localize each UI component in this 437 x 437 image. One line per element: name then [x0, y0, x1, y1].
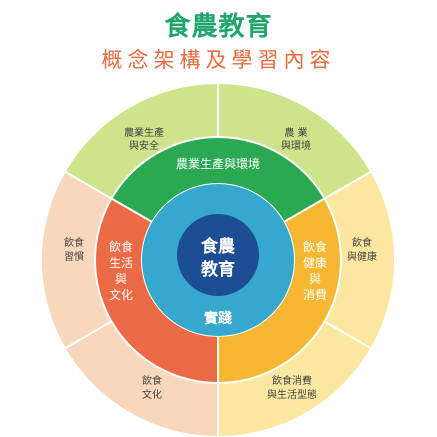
middle-ring-left-sector [95, 198, 218, 383]
middle-left-line-3: 與 [115, 272, 127, 286]
page-subtitle: 概念架構及學習內容 [101, 48, 336, 72]
outer-left-upper-line-2: 習慣 [64, 250, 84, 263]
separator-outer-left [65, 320, 112, 349]
outer-top-right-line-1: 農 業 [284, 126, 307, 139]
middle-right-line-3: 與 [309, 272, 321, 286]
middle-left-line-4: 文化 [109, 287, 133, 302]
outer-right-upper-line-1: 飲食 [352, 236, 372, 249]
outer-top-left-line-1: 農業生產 [124, 126, 164, 139]
outer-ring-top-sector [65, 83, 371, 199]
middle-right-line-4: 消費 [303, 287, 327, 302]
page-title: 食農教育 [164, 12, 273, 42]
separator-left [65, 171, 153, 223]
outer-ring-left-sector [42, 172, 218, 436]
outer-right-lower-line-2: 與生活型態 [267, 388, 317, 401]
outer-ring-right-sector [218, 172, 394, 436]
center-label-line-2: 教育 [200, 259, 235, 280]
middle-top-label: 農業生產與環境 [176, 156, 260, 171]
outer-right-upper-line-2: 與健康 [347, 250, 377, 263]
practice-label: 實踐 [204, 310, 232, 327]
middle-right-line-1: 飲食 [303, 239, 327, 254]
middle-ring-right-sector [218, 198, 342, 383]
outer-left-lower-line-2: 文化 [142, 388, 162, 401]
outer-right-lower-line-1: 飲食消費 [272, 374, 312, 387]
center-label-line-1: 食農 [201, 236, 235, 257]
outer-left-upper-line-1: 飲食 [64, 236, 84, 249]
separator-right [283, 171, 371, 223]
middle-left-line-1: 飲食 [109, 239, 133, 254]
center-circle [177, 214, 259, 296]
middle-ring-border [94, 136, 342, 384]
middle-left-line-2: 生活 [109, 256, 133, 270]
outer-top-left-line-2: 與安全 [129, 139, 159, 152]
outer-left-lower-line-1: 飲食 [142, 374, 162, 387]
middle-right-line-2: 健康 [303, 255, 327, 270]
separator-outer-right [324, 320, 371, 349]
outer-top-right-line-2: 與環境 [281, 139, 311, 152]
middle-ring-top-sector [111, 137, 325, 222]
